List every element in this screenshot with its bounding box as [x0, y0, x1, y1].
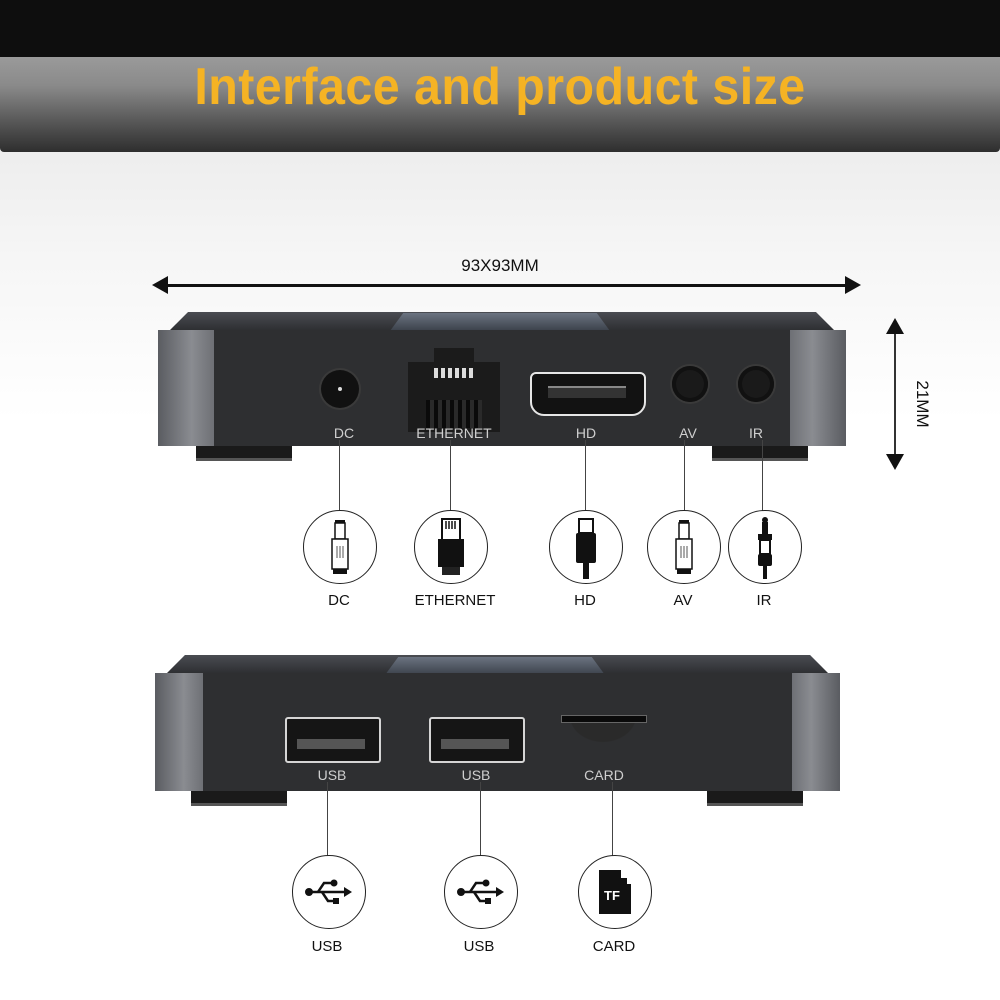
port-label-ir: IR — [749, 425, 763, 441]
icon-label-av: AV — [673, 592, 693, 609]
hdmi-contacts — [548, 386, 626, 398]
side-panel-device: USB USB CARD — [155, 655, 840, 806]
icon-label-ethernet: ETHERNET — [414, 592, 496, 609]
device-right-corner — [792, 673, 840, 791]
av-plug-icon — [647, 510, 721, 584]
width-dimension-label: 93X93MM — [461, 256, 539, 275]
tf-card-icon: TF — [578, 855, 652, 929]
icon-label-card: CARD — [592, 938, 636, 955]
rj45-plug-icon — [414, 510, 488, 584]
port-label-usb-2: USB — [461, 767, 491, 783]
arrow-up-icon — [886, 318, 904, 334]
leader-line-hd — [585, 440, 586, 512]
usb-icon — [444, 855, 518, 929]
device-left-corner — [155, 673, 203, 791]
leader-line-av — [684, 440, 685, 512]
icon-label-ir: IR — [756, 592, 772, 609]
device-foot-left — [191, 791, 287, 806]
arrow-right-icon — [845, 276, 861, 294]
card-slot-opening — [561, 715, 647, 723]
dc-plug-icon — [303, 510, 377, 584]
device-foot-right — [712, 446, 808, 461]
leader-line-ethernet — [450, 440, 451, 512]
arrow-down-icon — [886, 454, 904, 470]
front-panel-device: DC ETHERNET HD AV IR — [158, 312, 846, 462]
icon-label-hd: HD — [574, 592, 596, 609]
device-left-corner — [158, 330, 214, 446]
usb-port-1 — [285, 717, 381, 763]
dc-port — [321, 370, 359, 408]
device-foot-right — [707, 791, 803, 806]
height-dimension-line — [894, 330, 896, 460]
card-slot — [561, 715, 647, 749]
leader-line-dc — [339, 440, 340, 512]
ethernet-latch — [434, 348, 474, 364]
usb-port-2 — [429, 717, 525, 763]
device-top-window — [390, 313, 610, 331]
arrow-left-icon — [152, 276, 168, 294]
hdmi-port — [530, 372, 646, 416]
device-top-window — [385, 657, 605, 675]
ethernet-pins — [434, 368, 474, 378]
device-front-face — [158, 330, 846, 446]
leader-line-card — [612, 782, 613, 856]
port-label-usb-1: USB — [317, 767, 347, 783]
usb-tongue — [297, 739, 365, 749]
leader-line-ir — [762, 440, 763, 512]
svg-text:TF: TF — [604, 888, 620, 903]
port-label-dc: DC — [333, 425, 355, 441]
ir-plug-icon — [728, 510, 802, 584]
height-dimension-label: 21MM — [913, 380, 932, 428]
usb-icon — [292, 855, 366, 929]
port-label-ethernet: ETHERNET — [416, 425, 492, 441]
port-label-card: CARD — [584, 767, 624, 783]
top-black-bar — [0, 0, 1000, 57]
icon-label-dc: DC — [328, 592, 350, 609]
av-port — [672, 366, 708, 402]
icon-label-usb-1: USB — [311, 938, 343, 955]
leader-line-usb-2 — [480, 782, 481, 856]
page-title: Interface and product size — [194, 58, 806, 116]
icon-label-usb-2: USB — [463, 938, 495, 955]
port-label-av: AV — [679, 425, 697, 441]
hdmi-plug-icon — [549, 510, 623, 584]
device-foot-left — [196, 446, 292, 461]
ethernet-contacts — [426, 400, 482, 428]
width-dimension-line — [165, 284, 847, 287]
ir-port — [738, 366, 774, 402]
ethernet-port — [408, 348, 500, 432]
port-label-hd: HD — [575, 425, 597, 441]
leader-line-usb-1 — [327, 782, 328, 856]
title-banner — [0, 57, 1000, 152]
usb-tongue — [441, 739, 509, 749]
